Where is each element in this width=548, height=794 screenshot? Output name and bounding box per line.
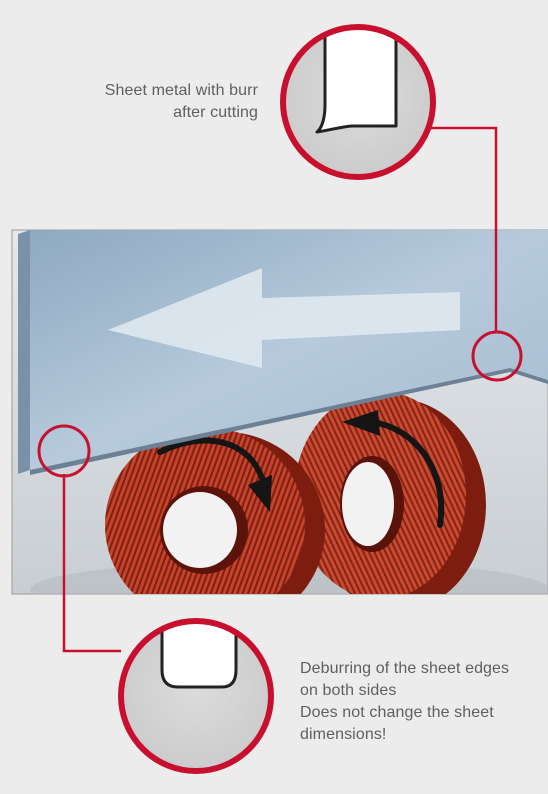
photo-panel	[12, 230, 548, 628]
deburring-caption-line: on both sides	[300, 680, 548, 702]
burr-caption: Sheet metal with burr after cutting	[38, 80, 258, 124]
deburring-caption: Deburring of the sheet edges on both sid…	[300, 658, 548, 746]
deburred-magnifier	[121, 600, 271, 771]
dimensions-caption-line: dimensions!	[300, 724, 548, 746]
burr-caption-line: Sheet metal with burr	[38, 80, 258, 102]
dimensions-caption-line: Does not change the sheet	[300, 702, 548, 724]
deburring-caption-line: Deburring of the sheet edges	[300, 658, 548, 680]
burr-caption-line: after cutting	[38, 102, 258, 124]
burr-magnifier	[283, 0, 433, 177]
